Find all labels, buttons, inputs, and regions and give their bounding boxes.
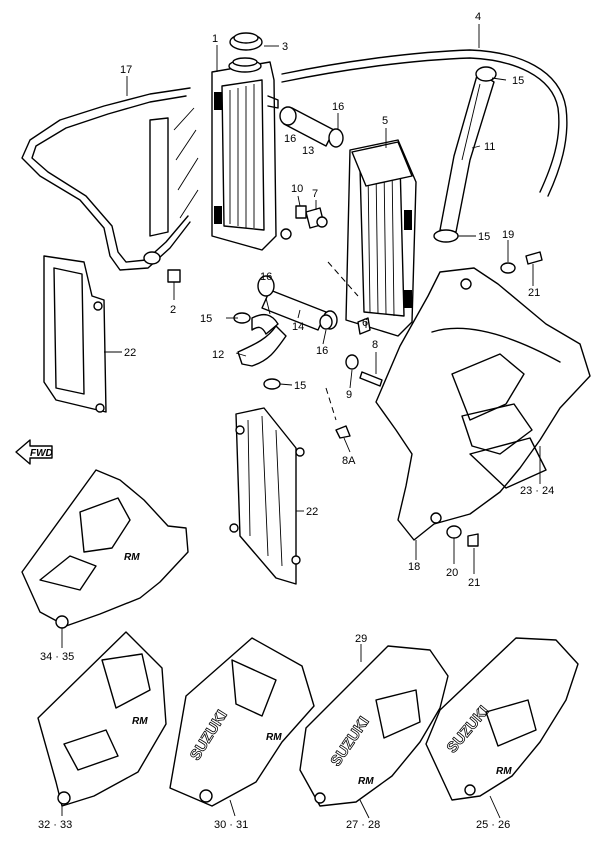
label-22b: 22 <box>306 506 318 518</box>
radiator-louver-center <box>229 407 305 585</box>
decal-34-35: RM <box>21 469 189 629</box>
label-16b: 16 <box>284 133 296 145</box>
leader-lines <box>61 24 541 819</box>
label-15d: 15 <box>294 380 306 392</box>
label-34-35: 34 · 35 <box>40 651 74 663</box>
label-21b: 21 <box>468 577 480 589</box>
label-16a: 16 <box>332 101 344 113</box>
label-11: 11 <box>484 141 495 153</box>
label-1: 1 <box>212 33 218 45</box>
label-5: 5 <box>382 115 388 127</box>
label-9: 9 <box>346 389 352 401</box>
label-16d: 16 <box>316 345 328 357</box>
connecting-pipe-upper <box>279 106 344 148</box>
label-12: 12 <box>212 349 224 361</box>
overflow-hose <box>281 49 568 197</box>
label-32-33: 32 · 33 <box>38 819 72 831</box>
label-17: 17 <box>120 64 132 76</box>
label-21a: 21 <box>528 287 540 299</box>
radiator-guard-outline <box>21 87 199 283</box>
label-15c: 15 <box>200 313 212 325</box>
decal-32-33: RM <box>37 631 167 807</box>
washers-and-bolts <box>446 251 543 547</box>
decal-27-28: SUZUKI RM <box>299 645 449 807</box>
label-25-26: 25 · 26 <box>476 819 510 831</box>
decal-25-26: SUZUKI RM <box>425 637 579 801</box>
label-8: 8 <box>372 339 378 351</box>
svg-text:RM: RM <box>132 716 148 727</box>
svg-text:RM: RM <box>266 732 282 743</box>
radiator-hose-lower <box>233 312 287 390</box>
label-22a: 22 <box>124 347 136 359</box>
grommet-and-bolt <box>295 205 328 229</box>
label-23-24: 23 · 24 <box>520 485 554 497</box>
label-27-28: 27 · 28 <box>346 819 380 831</box>
label-20: 20 <box>446 567 458 579</box>
svg-text:RM: RM <box>124 552 140 563</box>
label-15b: 15 <box>478 231 490 243</box>
label-19: 19 <box>502 229 514 241</box>
svg-text:RM: RM <box>496 766 512 777</box>
label-29: 29 <box>355 633 367 645</box>
label-6: 6 <box>362 317 368 329</box>
svg-text:FWD: FWD <box>30 448 53 459</box>
label-4: 4 <box>475 11 481 23</box>
radiator-hose-upper-right <box>439 66 497 233</box>
label-8a: 8A <box>342 455 356 467</box>
decal-30-31: SUZUKI RM <box>169 637 315 807</box>
radiator-cap <box>229 32 263 51</box>
fasteners-small <box>325 261 383 439</box>
label-18: 18 <box>408 561 420 573</box>
label-30-31: 30 · 31 <box>214 819 248 831</box>
radiator-shroud-right <box>375 267 591 541</box>
left-radiator <box>211 57 292 251</box>
label-15a: 15 <box>512 75 524 87</box>
right-radiator <box>345 139 417 337</box>
label-2: 2 <box>170 304 176 316</box>
svg-text:RM: RM <box>358 776 374 787</box>
label-16c: 16 <box>260 271 272 283</box>
label-13: 13 <box>302 145 314 157</box>
label-10: 10 <box>291 183 303 195</box>
label-14: 14 <box>292 321 304 333</box>
radiator-louver-left <box>43 255 107 413</box>
front-direction-arrow-icon: FWD <box>15 439 53 465</box>
part-labels: 1 3 4 17 15 16 5 16 13 11 10 7 15 19 16 … <box>38 11 554 831</box>
label-3: 3 <box>282 41 288 53</box>
label-7: 7 <box>312 188 318 200</box>
hose-clamps <box>319 229 459 330</box>
